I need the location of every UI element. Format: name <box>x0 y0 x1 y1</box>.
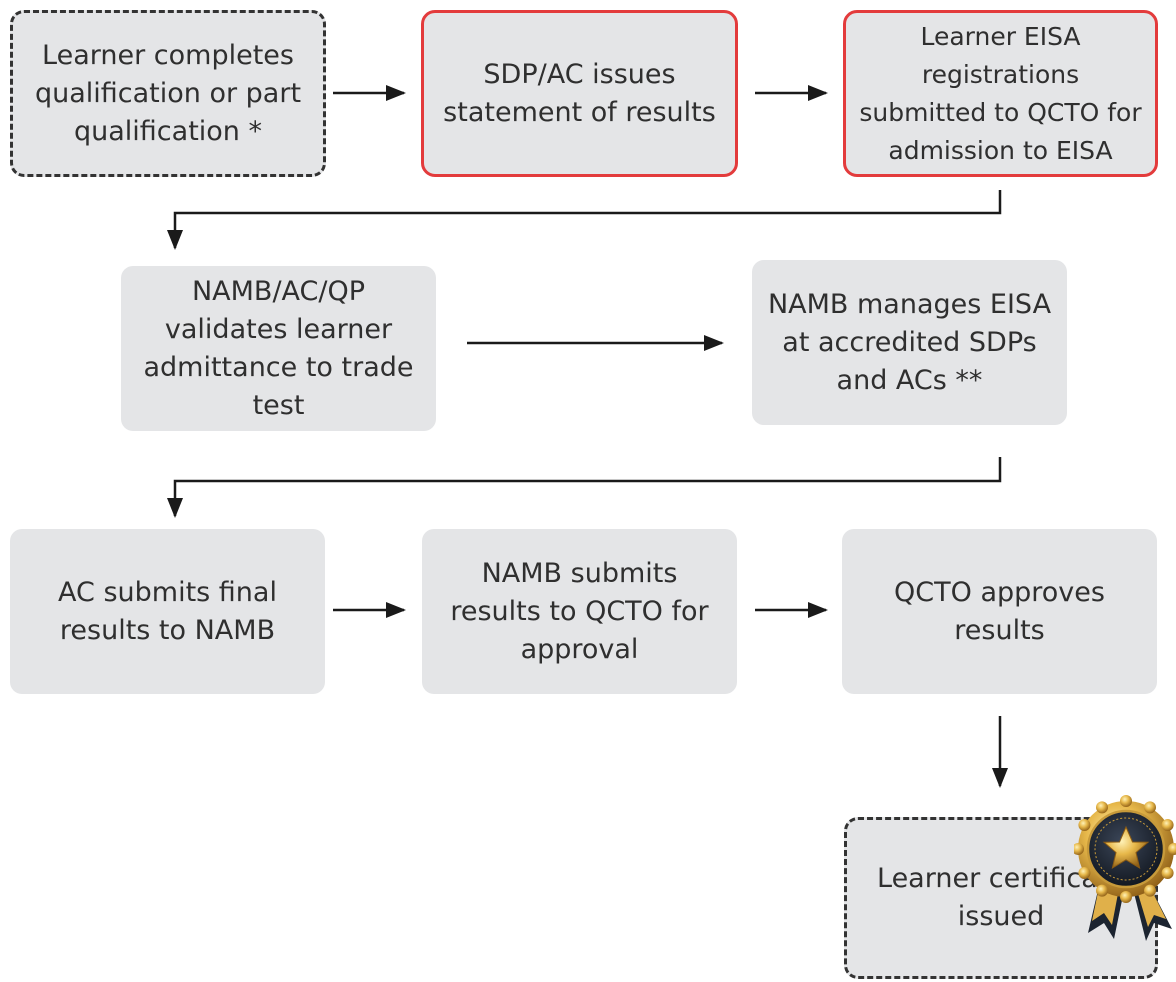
box-qcto-approves-label: QCTO approves results <box>894 576 1105 646</box>
box-sdp-ac-issues: SDP/AC issues statement of results <box>421 10 738 177</box>
box-namb-manages-label: NAMB manages EISA at accredited SDPs and… <box>767 288 1052 396</box>
connector-eisa-to-validates <box>167 190 1002 250</box>
connector-manages-to-ac <box>167 457 1002 518</box>
box-sdp-ac-issues-label: SDP/AC issues statement of results <box>443 58 716 128</box>
box-namb-validates: NAMB/AC/QP validates learner admittance … <box>121 266 436 431</box>
box-qcto-approves: QCTO approves results <box>842 529 1157 694</box>
box-ac-submits: AC submits final results to NAMB <box>10 529 325 694</box>
box-ac-submits-label: AC submits final results to NAMB <box>58 576 277 646</box>
box-namb-validates-label: NAMB/AC/QP validates learner admittance … <box>143 275 414 421</box>
box-learner-completes-label: Learner completes qualification or part … <box>34 39 302 147</box>
box-namb-manages: NAMB manages EISA at accredited SDPs and… <box>752 260 1067 425</box>
box-namb-submits: NAMB submits results to QCTO for approva… <box>422 529 737 694</box>
box-eisa-registrations: Learner EISA registrations submitted to … <box>843 10 1158 177</box>
box-learner-completes: Learner completes qualification or part … <box>10 10 326 177</box>
box-eisa-registrations-label: Learner EISA registrations submitted to … <box>859 21 1142 165</box>
award-ribbon-star-icon <box>1074 795 1176 941</box>
box-namb-submits-label: NAMB submits results to QCTO for approva… <box>450 557 709 665</box>
